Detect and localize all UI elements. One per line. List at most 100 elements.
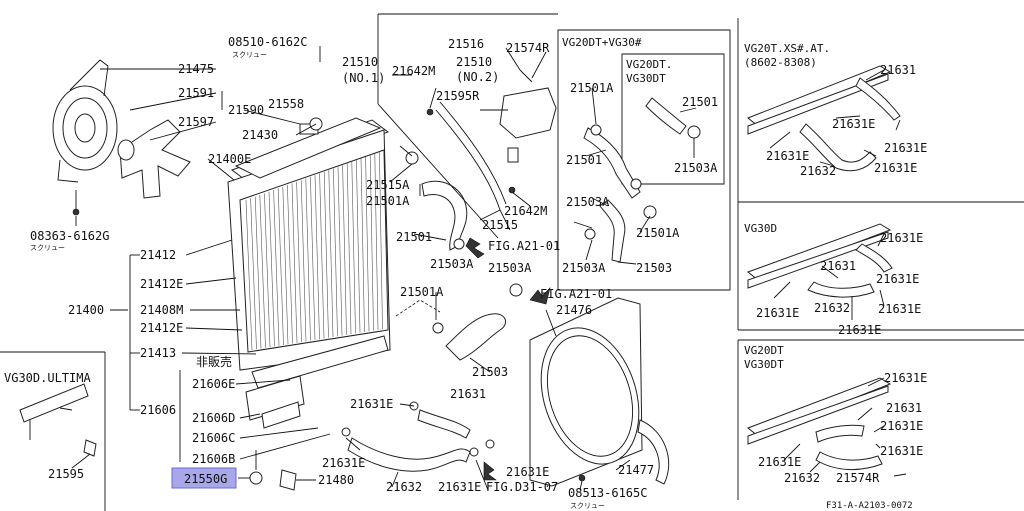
label-08363-6162g[interactable]: 08363-6162G (30, 229, 109, 243)
c-label-21503[interactable]: 21503 (636, 261, 672, 275)
radiator-fin-line (314, 175, 320, 340)
label-08513-6165c[interactable]: 08513-6165C (568, 486, 647, 500)
label-08510-6162c[interactable]: 08510-6162C (228, 35, 307, 49)
label-fig-d31-07[interactable]: FIG.D31-07 (486, 480, 558, 494)
c-label-21501a[interactable]: 21501A (570, 81, 614, 95)
radiator-fin-line (369, 155, 374, 331)
label-21480[interactable]: 21480 (318, 473, 354, 487)
label-21503a-b[interactable]: 21503A (488, 261, 532, 275)
label-21632[interactable]: 21632 (386, 480, 422, 494)
label-21430[interactable]: 21430 (242, 128, 278, 142)
r3-label-21631e-c[interactable]: 21631E (880, 444, 923, 458)
radiator-top-tank (234, 117, 382, 179)
ultima-insert-parts (19, 383, 97, 457)
lower-hose (395, 283, 523, 361)
label-21597[interactable]: 21597 (178, 115, 214, 129)
label-21477[interactable]: 21477 (618, 463, 654, 477)
label-21642m-a[interactable]: 21642M (392, 64, 435, 78)
r1-label-21631e-c[interactable]: 21631E (884, 141, 927, 155)
label-21400e[interactable]: 21400E (208, 152, 251, 166)
highlight-21550g[interactable] (171, 467, 237, 489)
label-21408m[interactable]: 21408M (140, 303, 183, 317)
label-21606[interactable]: 21606 (140, 403, 176, 417)
r1-label-21631[interactable]: 21631 (880, 63, 916, 77)
radiator-fin-line (287, 185, 293, 344)
label-21503a-a[interactable]: 21503A (430, 257, 474, 271)
c-label-21501-top[interactable]: 21501 (682, 95, 718, 109)
r2-label-21631e-d[interactable]: 21631E (756, 306, 799, 320)
label-fig-a21-01-a[interactable]: FIG.A21-01 (488, 239, 560, 253)
r2-label-21631[interactable]: 21631 (820, 259, 856, 273)
c-label-21503a-c[interactable]: 21503A (562, 261, 606, 275)
label-21501[interactable]: 21501 (396, 230, 432, 244)
r2-label-21631e-e[interactable]: 21631E (838, 323, 881, 337)
label-fig-a21-01-b[interactable]: FIG.A21-01 (540, 287, 612, 301)
label-hihanbai: 非販売 (196, 354, 232, 369)
label-21476[interactable]: 21476 (556, 303, 592, 317)
r1-label-21631e-d[interactable]: 21631E (874, 161, 917, 175)
label-21516[interactable]: 21516 (448, 37, 484, 51)
r2-label-21631e-a[interactable]: 21631E (880, 231, 923, 245)
c-label-21503a-a[interactable]: 21503A (674, 161, 718, 175)
label-21412e-b[interactable]: 21412E (140, 321, 183, 335)
part-labels: 08510-6162C スクリュー 21475 21591 21590 2159… (4, 35, 927, 511)
label-21501a-a[interactable]: 21501A (366, 194, 410, 208)
r1-label-21631e-a[interactable]: 21631E (832, 117, 875, 131)
label-21631-a[interactable]: 21631 (450, 387, 486, 401)
label-21606c[interactable]: 21606C (192, 431, 235, 445)
label-21631e-b[interactable]: 21631E (322, 456, 365, 470)
r3-title-2: VG30DT (744, 358, 784, 371)
label-21595[interactable]: 21595 (48, 467, 84, 481)
vg20dt-sub-title-1: VG20DT. (626, 58, 672, 71)
label-21631e-c[interactable]: 21631E (506, 465, 549, 479)
r1-label-21632[interactable]: 21632 (800, 164, 836, 178)
fan-motor-group (52, 59, 191, 216)
label-21412[interactable]: 21412 (140, 248, 176, 262)
label-21501a-b[interactable]: 21501A (400, 285, 444, 299)
r3-label-21631e-a[interactable]: 21631E (884, 371, 927, 385)
c-label-21501a-b[interactable]: 21501A (636, 226, 680, 240)
r2-label-21631e-b[interactable]: 21631E (876, 272, 919, 286)
radiator-fin-line (300, 180, 307, 342)
radiator-fin-line (305, 178, 311, 341)
label-21515[interactable]: 21515 (482, 218, 518, 232)
r3-label-21632[interactable]: 21632 (784, 471, 820, 485)
vg20dt-hoses (573, 97, 701, 263)
label-21412e-a[interactable]: 21412E (140, 277, 183, 291)
label-21510-no1[interactable]: 21510 (342, 55, 378, 69)
label-21510-no2[interactable]: 21510 (456, 55, 492, 69)
r2-label-21631e-c[interactable]: 21631E (878, 302, 921, 316)
label-21642m-b[interactable]: 21642M (504, 204, 547, 218)
radiator-fin-line (291, 183, 298, 343)
r3-label-21631e-b[interactable]: 21631E (880, 419, 923, 433)
r2-label-21632[interactable]: 21632 (814, 301, 850, 315)
label-21606b[interactable]: 21606B (192, 452, 235, 466)
label-21515a[interactable]: 21515A (366, 178, 410, 192)
label-21595r[interactable]: 21595R (436, 89, 480, 103)
r1-label-21631e-b[interactable]: 21631E (766, 149, 809, 163)
label-21400[interactable]: 21400 (68, 303, 104, 317)
right-panel-coolers (746, 65, 901, 471)
r3-label-21574r[interactable]: 21574R (836, 471, 880, 485)
radiator-fin-line (323, 171, 329, 338)
r1-range: (8602-8308) (744, 56, 817, 69)
label-21503[interactable]: 21503 (472, 365, 508, 379)
label-21631e-d[interactable]: 21631E (438, 480, 481, 494)
label-21631e-a[interactable]: 21631E (350, 397, 393, 411)
r3-label-21631[interactable]: 21631 (886, 401, 922, 415)
c-label-21503a-b[interactable]: 21503A (566, 195, 610, 209)
label-21413[interactable]: 21413 (140, 346, 176, 360)
c-label-21501-mid[interactable]: 21501 (566, 153, 602, 167)
label-no2: (NO.2) (456, 70, 499, 84)
label-21591[interactable]: 21591 (178, 86, 214, 100)
label-21574r-a[interactable]: 21574R (506, 41, 550, 55)
label-21475[interactable]: 21475 (178, 62, 214, 76)
label-21606d[interactable]: 21606D (192, 411, 235, 425)
label-21606e[interactable]: 21606E (192, 377, 235, 391)
radiator-fin-line (379, 151, 383, 330)
label-21550g[interactable]: 21550G (184, 472, 227, 486)
label-21558[interactable]: 21558 (268, 97, 304, 111)
r3-label-21631e-d[interactable]: 21631E (758, 455, 801, 469)
label-21590[interactable]: 21590 (228, 103, 264, 117)
